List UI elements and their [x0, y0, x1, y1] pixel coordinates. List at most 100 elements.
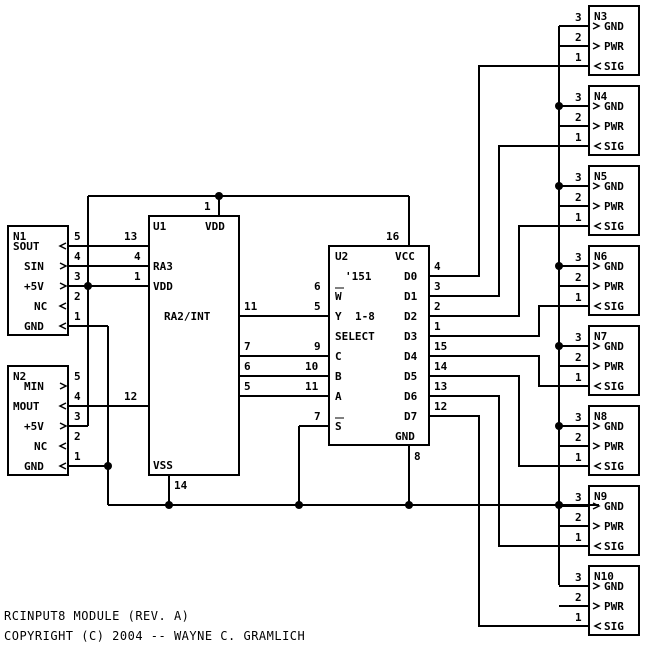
servo-pin-label: GND [604, 580, 624, 593]
servo-pin-label: PWR [604, 280, 624, 293]
u2-vcc-pin: 16 [386, 230, 400, 243]
u2-s-label: S [335, 420, 342, 433]
u1-vss-pin: 14 [174, 479, 188, 492]
u1-ra2-label: RA2/INT [164, 310, 211, 323]
u2-y-label: Y [335, 310, 342, 323]
n2-mout-label: MOUT [13, 400, 40, 413]
u2-b-label: B [335, 370, 342, 383]
servo-pin-label: SIG [604, 540, 624, 553]
u2-c-label: C [335, 350, 342, 363]
n1-sout-label: SOUT [13, 240, 40, 253]
n1-sin-label: SIN [24, 260, 44, 273]
u1-pin-1: 1 [134, 270, 141, 283]
n1-gnd-label: GND [24, 320, 44, 333]
servo-ref: N9 [594, 490, 607, 503]
servo-pin-label: PWR [604, 120, 624, 133]
u1-pin-5: 5 [244, 380, 251, 393]
servo-pin-number: 2 [575, 31, 582, 44]
u1-pin-6: 6 [244, 360, 251, 373]
n2-pin-3: 3 [74, 410, 81, 423]
u2-y-pin: 5 [314, 300, 321, 313]
servo-pin-label: PWR [604, 360, 624, 373]
u2-w-pin: 6 [314, 280, 321, 293]
u2-s-pin: 7 [314, 410, 321, 423]
n2-pin-4: 4 [74, 390, 81, 403]
u2-range: 1-8 [355, 310, 375, 323]
junction-dots [84, 102, 563, 509]
u1-vdd-label: VDD [205, 220, 225, 233]
n1-pin-5: 5 [74, 230, 81, 243]
servo-ref: N10 [594, 570, 614, 583]
u2-d0-pin: 4 [434, 260, 441, 273]
n2-gnd-label: GND [24, 460, 44, 473]
u1-vdd-pin: 1 [204, 200, 211, 213]
header-arrows [58, 242, 68, 470]
servo-pin-number: 3 [575, 331, 582, 344]
u1-vss-label: VSS [153, 459, 173, 472]
n1-connector: N1 SOUT SIN +5V NC GND 5 4 3 2 1 [7, 225, 81, 336]
servo-pin-label: GND [604, 20, 624, 33]
servo-pin-number: 3 [575, 491, 582, 504]
servo-pin-label: GND [604, 500, 624, 513]
u2-d7-label: D7 [404, 410, 417, 423]
servo-pin-number: 1 [575, 131, 582, 144]
u1-pin-11: 11 [244, 300, 258, 313]
u2-d1-pin: 3 [434, 280, 441, 293]
u2-d2-label: D2 [404, 310, 417, 323]
u2-d0-label: D0 [404, 270, 417, 283]
servo-pin-label: SIG [604, 140, 624, 153]
servo-pin-number: 1 [575, 611, 582, 624]
n1-pin-2: 2 [74, 290, 81, 303]
u2-a-pin: 11 [305, 380, 319, 393]
servo-ref: N7 [594, 330, 607, 343]
servo-pin-number: 1 [575, 291, 582, 304]
u2-select: SELECT [335, 330, 375, 343]
servo-ref: N8 [594, 410, 607, 423]
servo-pin-number: 3 [575, 571, 582, 584]
n1-pin-3: 3 [74, 270, 81, 283]
u2-ref: U2 [335, 250, 348, 263]
wires [68, 26, 599, 627]
servo-pin-label: SIG [604, 460, 624, 473]
servo-pin-label: SIG [604, 220, 624, 233]
n2-min-label: MIN [24, 380, 44, 393]
u1-pin-13: 13 [124, 230, 137, 243]
n2-connector: N2 MIN MOUT +5V NC GND 5 4 3 2 1 [7, 365, 81, 476]
n2-nc-label: NC [34, 440, 47, 453]
servo-pin-number: 2 [575, 511, 582, 524]
u2-gnd-label: GND [395, 430, 415, 443]
servo-pin-label: GND [604, 260, 624, 273]
servo-pin-number: 3 [575, 11, 582, 24]
servo-ref: N4 [594, 90, 608, 103]
n2-ref: N2 [13, 370, 26, 383]
u2-d4-pin: 15 [434, 340, 447, 353]
servo-pin-label: PWR [604, 40, 624, 53]
servo-pin-label: GND [604, 420, 624, 433]
servo-pin-number: 1 [575, 531, 582, 544]
servo-pin-number: 2 [575, 351, 582, 364]
u2-d2-pin: 2 [434, 300, 441, 313]
u2-d1-label: D1 [404, 290, 418, 303]
u2-d5-pin: 14 [434, 360, 448, 373]
u2-d6-pin: 13 [434, 380, 447, 393]
servo-pin-label: PWR [604, 200, 624, 213]
footer-title: RCINPUT8 MODULE (REV. A) [4, 609, 189, 623]
u2-part: '151 [345, 270, 372, 283]
u2-chip: U2 VCC 16 '151 W 6 Y 1-8 5 SELECT C 9 B … [305, 230, 448, 463]
servo-pin-number: 2 [575, 111, 582, 124]
servo-pin-number: 1 [575, 211, 582, 224]
servo-ref: N3 [594, 10, 607, 23]
n2-pin-1: 1 [74, 450, 81, 463]
servo-pin-number: 1 [575, 451, 582, 464]
u1-pin-4: 4 [134, 250, 141, 263]
n1-nc-label: NC [34, 300, 47, 313]
servo-pin-number: 2 [575, 191, 582, 204]
servo-pin-label: GND [604, 100, 624, 113]
u2-gnd-pin: 8 [414, 450, 421, 463]
